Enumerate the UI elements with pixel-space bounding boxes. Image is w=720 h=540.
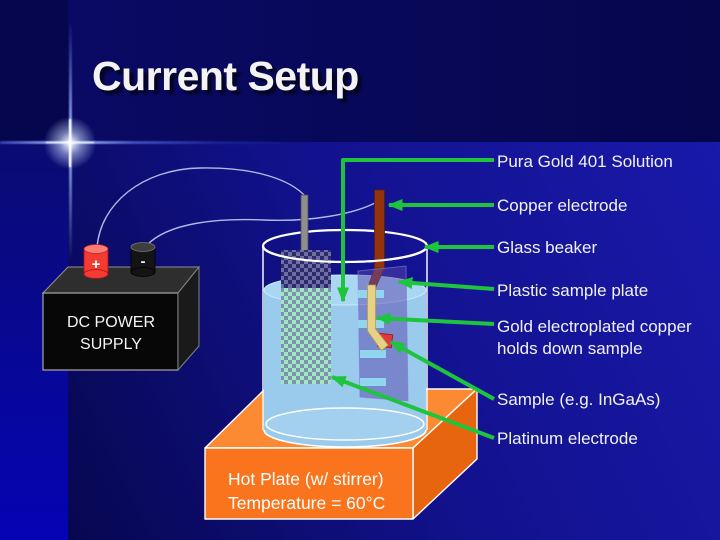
hot-plate-front-face — [204, 447, 414, 520]
gold-strip — [367, 284, 389, 352]
beaker-bottom-front-edge — [263, 429, 427, 448]
wire-negative — [145, 202, 376, 247]
arrow-plastic-plate — [397, 277, 495, 291]
platinum-mesh-submerged — [281, 288, 331, 384]
callout-gold-copper-line1: Gold electroplated copper — [497, 317, 692, 336]
callout-platinum-electrode: Platinum electrode — [497, 429, 638, 448]
hot-plate-label-line2: Temperature = 60°C — [228, 493, 385, 513]
callout-gold-copper: Gold electroplated copper holds down sam… — [497, 316, 692, 359]
callout-glass-beaker: Glass beaker — [497, 238, 598, 257]
beaker-bottom-ellipse — [265, 407, 425, 441]
arrow-solution — [337, 158, 494, 303]
callout-sample: Sample (e.g. InGaAs) — [497, 390, 661, 409]
platinum-rod — [300, 194, 309, 253]
negative-terminal: - — [130, 242, 156, 277]
power-supply-label-line2: SUPPLY — [80, 336, 142, 353]
positive-terminal-label: + — [92, 256, 101, 273]
positive-terminal: + — [83, 244, 109, 279]
callout-copper-electrode: Copper electrode — [497, 196, 628, 215]
plate-slot — [360, 378, 386, 386]
callout-solution: Pura Gold 401 Solution — [497, 152, 673, 171]
wire-positive — [96, 167, 307, 249]
arrow-gold-strip — [375, 312, 495, 326]
callout-gold-copper-line2: holds down sample — [497, 338, 643, 358]
hot-plate-label-line1: Hot Plate (w/ stirrer) — [228, 469, 384, 489]
power-supply-front-face — [42, 292, 179, 371]
dc-power-supply: + - DC POWER SUPPLY — [41, 242, 201, 372]
power-supply-right-face — [177, 265, 200, 372]
slide-title: Current Setup — [92, 53, 359, 99]
callout-plastic-plate: Plastic sample plate — [497, 281, 649, 300]
power-supply-top-face — [41, 266, 201, 294]
negative-terminal-label: - — [141, 253, 146, 270]
flare-horizontal-ray — [0, 141, 292, 144]
plate-slot — [360, 350, 386, 358]
platinum-mesh-above-solution — [281, 250, 331, 288]
arrow-platinum-electrode — [330, 375, 495, 440]
flare-spike-v — [69, 119, 71, 167]
platinum-electrode — [281, 194, 331, 384]
background-top-strip — [0, 0, 720, 142]
arrow-sample — [389, 340, 495, 401]
power-supply-label-line1: DC POWER — [67, 314, 155, 331]
